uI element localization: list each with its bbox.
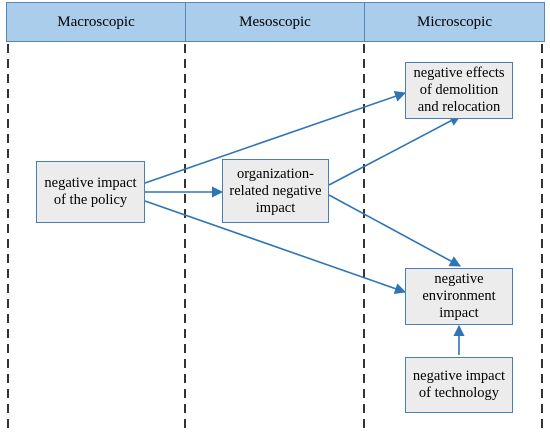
arrow-policy-to-demolition bbox=[144, 91, 407, 184]
arrow-policy-to-environment bbox=[144, 200, 407, 294]
column-header-mesoscopic: Mesoscopic bbox=[185, 2, 365, 42]
node-demolition-effects: negative effects of demolition and reloc… bbox=[405, 62, 513, 119]
column-header-macroscopic: Macroscopic bbox=[6, 2, 186, 42]
node-label: negative impact of technology bbox=[412, 368, 506, 401]
node-label: negative impact of the policy bbox=[44, 175, 137, 208]
node-environment-impact: negative environment impact bbox=[405, 268, 513, 325]
node-technology-impact: negative impact of technology bbox=[405, 357, 513, 413]
node-policy-impact: negative impact of the policy bbox=[36, 161, 145, 223]
node-label: organization- related negative impact bbox=[229, 165, 322, 216]
node-label: negative effects of demolition and reloc… bbox=[413, 65, 505, 115]
node-label: negative environment impact bbox=[422, 271, 496, 321]
arrow-org-to-demolition bbox=[328, 115, 461, 186]
column-header-label: Microscopic bbox=[417, 13, 492, 30]
node-organization-impact: organization- related negative impact bbox=[222, 159, 329, 223]
arrow-org-to-environment bbox=[328, 194, 461, 267]
column-header-microscopic: Microscopic bbox=[364, 2, 545, 42]
column-header-label: Mesoscopic bbox=[239, 13, 311, 30]
column-header-label: Macroscopic bbox=[57, 13, 135, 30]
